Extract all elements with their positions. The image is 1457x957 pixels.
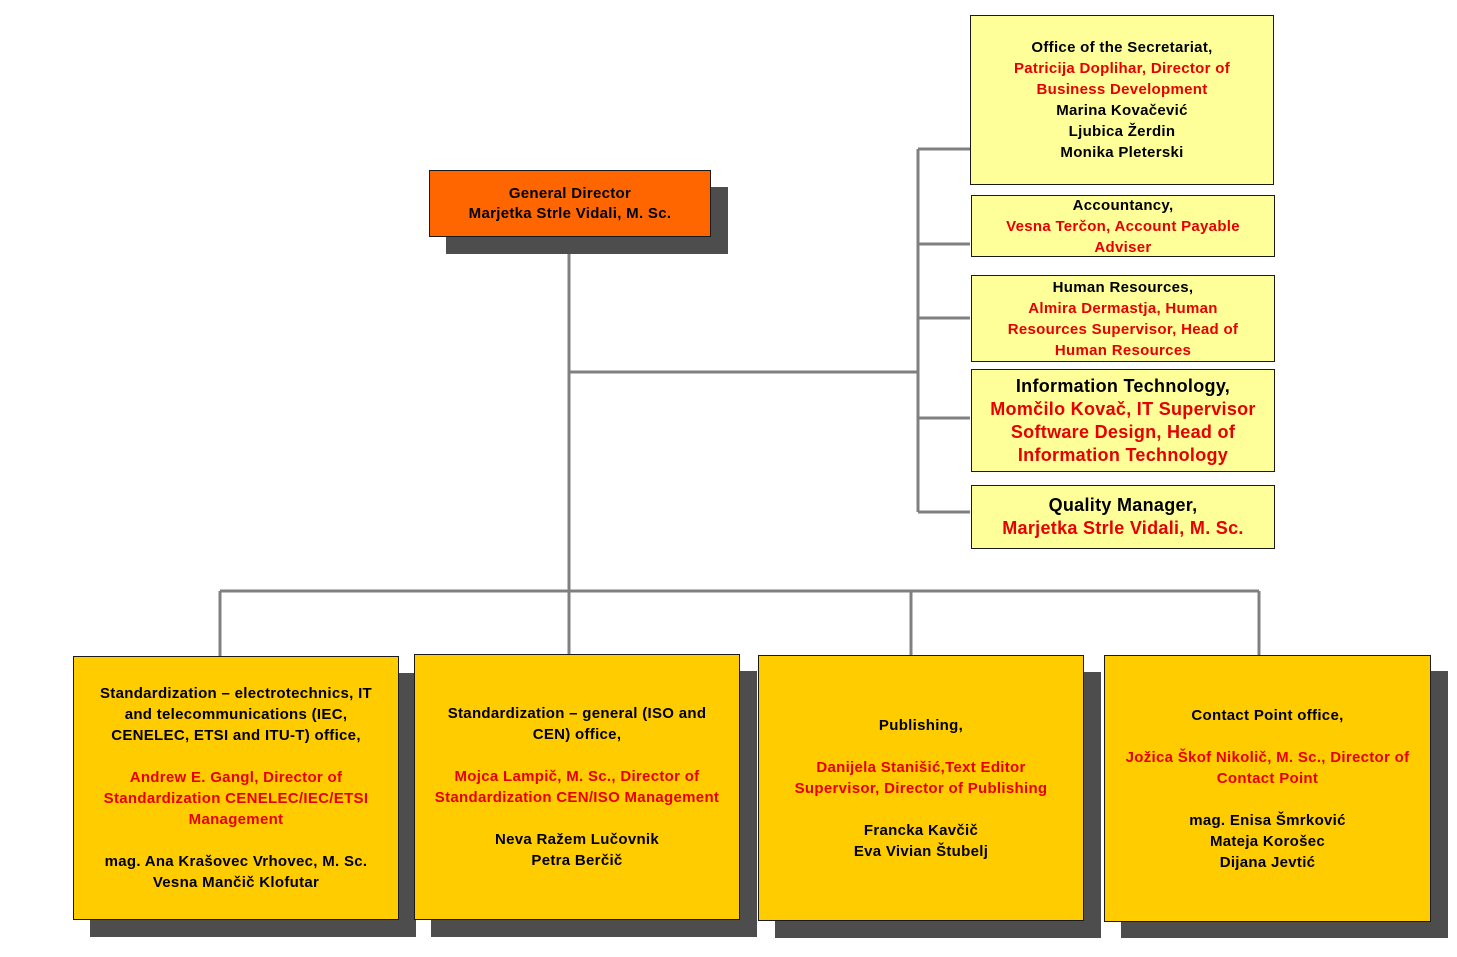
information-technology-head-line: Software Design, Head of xyxy=(1010,421,1236,442)
department-staff-name: mag. Ana Krašovec Vrhovec, M. Sc. xyxy=(104,853,368,870)
department-title-line: CEN) office, xyxy=(532,726,622,743)
human-resources-title: Human Resources, xyxy=(1052,278,1194,296)
department-staff-name: Petra Berčič xyxy=(531,852,623,869)
secretariat-staff-name: Monika Pleterski xyxy=(1060,144,1184,161)
department-head-line: Jožica Škof Nikolič, M. Sc., Director of xyxy=(1125,748,1410,766)
general-director-box: General Director Marjetka Strle Vidali, … xyxy=(429,170,711,237)
information-technology-head-line: Information Technology xyxy=(1017,444,1229,465)
secretariat-staff-name: Marina Kovačević xyxy=(1056,102,1188,119)
human-resources-box: Human Resources, Almira Dermastja, Human… xyxy=(971,275,1275,362)
department-head-line: Danijela Stanišić,Text Editor xyxy=(816,758,1026,776)
general-director-name: Marjetka Strle Vidali, M. Sc. xyxy=(468,204,672,222)
department-head-line: Management xyxy=(188,811,284,828)
human-resources-head-line: Almira Dermastja, Human xyxy=(1028,299,1218,317)
information-technology-head-line: Momčilo Kovač, IT Supervisor xyxy=(990,398,1256,419)
department-box-general: Standardization – general (ISO and CEN) … xyxy=(414,654,740,920)
department-box-electrotechnics: Standardization – electrotechnics, IT an… xyxy=(73,656,399,920)
department-staff-name: Eva Vivian Štubelj xyxy=(853,842,989,860)
department-head-line: Supervisor, Director of Publishing xyxy=(794,779,1048,797)
accountancy-box: Accountancy, Vesna Terčon, Account Payab… xyxy=(971,195,1275,257)
department-head-line: Standardization CEN/ISO Management xyxy=(434,789,720,806)
department-staff-name: Vesna Mančič Klofutar xyxy=(152,874,320,891)
department-title-line: CENELEC, ETSI and ITU-T) office, xyxy=(111,727,361,744)
quality-manager-head-line: Marjetka Strle Vidali, M. Sc. xyxy=(1002,518,1244,538)
department-staff-name: mag. Enisa Šmrković xyxy=(1189,811,1346,829)
department-box-publishing: Publishing, Danijela Stanišić,Text Edito… xyxy=(758,655,1084,921)
department-title-line: Publishing, xyxy=(878,716,964,734)
secretariat-staff-name: Ljubica Žerdin xyxy=(1068,123,1176,140)
department-staff-name: Dijana Jevtić xyxy=(1219,853,1316,871)
accountancy-head-line: Vesna Terčon, Account Payable xyxy=(1006,217,1240,235)
accountancy-title: Accountancy, xyxy=(1072,196,1174,214)
secretariat-head-line: Business Development xyxy=(1036,81,1208,98)
general-director-title: General Director xyxy=(508,184,632,202)
department-staff-name: Francka Kavčič xyxy=(863,821,979,839)
department-title-line: and telecommunications (IEC, xyxy=(124,706,348,723)
department-staff-name: Mateja Korošec xyxy=(1209,832,1326,850)
department-head-line: Contact Point xyxy=(1216,769,1319,787)
secretariat-box: Office of the Secretariat, Patricija Dop… xyxy=(970,15,1274,185)
secretariat-head-line: Patricija Doplihar, Director of xyxy=(1013,60,1231,77)
connector-lines xyxy=(218,147,1261,656)
department-title-line: Contact Point office, xyxy=(1191,706,1344,724)
information-technology-box: Information Technology, Momčilo Kovač, I… xyxy=(971,369,1275,472)
department-box-contact-point: Contact Point office, Jožica Škof Nikoli… xyxy=(1104,655,1431,922)
secretariat-title: Office of the Secretariat, xyxy=(1031,39,1213,56)
department-head-line: Standardization CENELEC/IEC/ETSI xyxy=(103,790,369,807)
human-resources-head-line: Resources Supervisor, Head of xyxy=(1007,320,1239,338)
quality-manager-box: Quality Manager, Marjetka Strle Vidali, … xyxy=(971,485,1275,549)
human-resources-head-line: Human Resources xyxy=(1054,341,1192,359)
accountancy-head-line: Adviser xyxy=(1094,238,1152,256)
department-head-line: Mojca Lampič, M. Sc., Director of xyxy=(454,768,700,785)
department-head-line: Andrew E. Gangl, Director of xyxy=(129,769,343,786)
department-title-line: Standardization – general (ISO and xyxy=(447,705,707,722)
department-title-line: Standardization – electrotechnics, IT xyxy=(100,685,372,702)
department-staff-name: Neva Ražem Lučovnik xyxy=(494,831,660,848)
information-technology-title: Information Technology, xyxy=(1015,375,1231,396)
quality-manager-title: Quality Manager, xyxy=(1048,495,1198,515)
